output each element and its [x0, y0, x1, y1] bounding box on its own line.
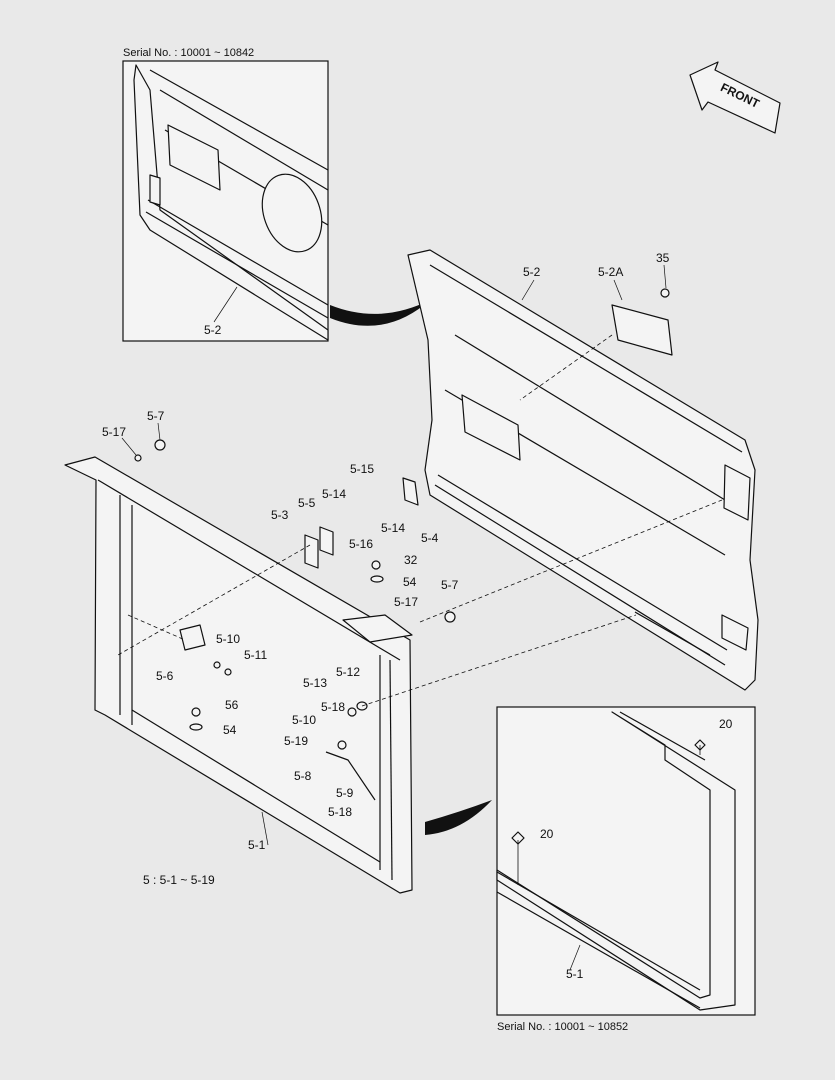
label-5-10-a: 5-10 [216, 632, 240, 646]
label-5-15: 5-15 [350, 462, 374, 476]
label-5-2A: 5-2A [598, 265, 623, 279]
bolt-5-7-a [154, 439, 166, 451]
label-35: 35 [656, 251, 670, 265]
label-5-13: 5-13 [303, 676, 327, 690]
front-arrow: FRONT [689, 61, 781, 134]
assembly-note: 5 : 5-1 ~ 5-19 [143, 873, 215, 887]
label-5-18-a: 5-18 [321, 700, 345, 714]
bolt-56 [191, 707, 201, 717]
bolt-5-11 [224, 668, 232, 676]
label-5-2: 5-2 [523, 265, 541, 279]
bolt-32 [371, 560, 381, 570]
washer-54-b [189, 723, 203, 731]
label-5-14-b: 5-14 [381, 521, 405, 535]
label-5-7-a: 5-7 [147, 409, 165, 423]
label-5-8: 5-8 [294, 769, 312, 783]
label-5-2-inset: 5-2 [204, 323, 222, 337]
inset-arrow-top [330, 300, 430, 326]
serial-number-top: Serial No. : 10001 ~ 10842 [123, 47, 255, 59]
label-32: 32 [404, 553, 418, 567]
inset-top-detail [122, 60, 329, 342]
bracket-5-5 [319, 526, 334, 556]
label-20-b: 20 [540, 827, 554, 841]
panel-5-2 [407, 249, 759, 691]
washer-54-a [370, 575, 384, 583]
bolt-5-7-b [444, 611, 456, 623]
part-5-2A [611, 304, 673, 356]
label-5-10-b: 5-10 [292, 713, 316, 727]
label-54-a: 54 [403, 575, 417, 589]
label-5-17-b: 5-17 [394, 595, 418, 609]
label-5-11: 5-11 [244, 648, 267, 662]
bracket-5-4 [402, 477, 419, 506]
label-5-3: 5-3 [271, 508, 289, 522]
label-5-7-b: 5-7 [441, 578, 459, 592]
label-5-4: 5-4 [421, 531, 439, 545]
label-54-b: 54 [223, 723, 237, 737]
label-5-14-a: 5-14 [322, 487, 346, 501]
washer-5-10-a [213, 661, 221, 669]
label-20-a: 20 [719, 717, 733, 731]
label-5-12: 5-12 [336, 665, 360, 679]
label-5-6: 5-6 [156, 669, 174, 683]
inset-arrow-bottom [425, 800, 492, 835]
inset-bottom-detail [496, 706, 756, 1016]
label-5-16: 5-16 [349, 537, 373, 551]
bracket-5-6 [179, 624, 206, 651]
bolt-35 [660, 288, 670, 298]
label-56: 56 [225, 698, 239, 712]
label-5-1-inset: 5-1 [566, 967, 584, 981]
washer-5-19 [337, 740, 347, 750]
serial-number-bottom: Serial No. : 10001 ~ 10852 [497, 1021, 629, 1033]
label-5-17-a: 5-17 [102, 425, 126, 439]
label-5-9: 5-9 [336, 786, 354, 800]
label-5-1: 5-1 [248, 838, 266, 852]
nut-5-13 [347, 707, 357, 717]
label-5-18-b: 5-18 [328, 805, 352, 819]
washer-5-17-a [134, 454, 142, 462]
label-5-5: 5-5 [298, 496, 316, 510]
rod-5-8 [325, 751, 376, 801]
bracket-5-3 [304, 534, 319, 569]
label-5-19: 5-19 [284, 734, 308, 748]
frame-5-1 [64, 456, 413, 894]
